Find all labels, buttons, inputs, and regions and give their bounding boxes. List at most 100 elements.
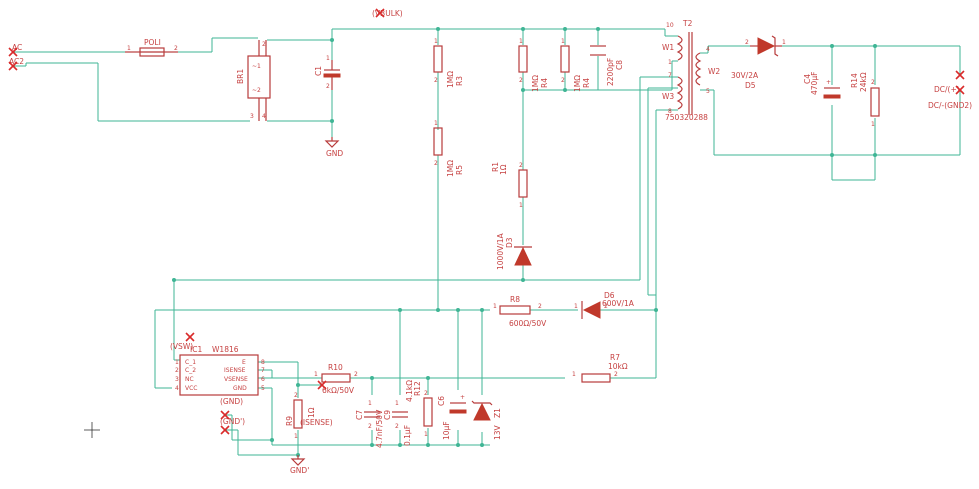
- r4a-value: 1MΩ: [531, 75, 540, 92]
- svg-text:~2: ~2: [252, 87, 261, 94]
- c1-ref: C1: [314, 66, 323, 76]
- capacitor-c6[interactable]: + C6 10μF: [437, 394, 467, 440]
- c6-ref: C6: [437, 396, 446, 406]
- resistor-r4b[interactable]: 1 2 1MΩ R4: [560, 38, 591, 92]
- c8-value: 2200pF: [606, 58, 615, 86]
- t2-part: 750320288: [665, 113, 708, 122]
- r12-ref: R12: [413, 381, 422, 396]
- capacitor-c1[interactable]: C1 1 2: [314, 55, 341, 90]
- net-dc-pos: DC/(+): [934, 85, 960, 94]
- r1-value: 1Ω: [499, 164, 508, 175]
- zener-z1[interactable]: 13V Z1: [471, 400, 502, 440]
- capacitor-c7[interactable]: 1 2 C7 4.7nF/50V: [355, 400, 384, 448]
- diode-d6[interactable]: 1 2 D6 600V/1A: [574, 291, 635, 319]
- bridge-rectifier-br1[interactable]: ~1 ~2 2 4 3 BR1: [236, 40, 271, 121]
- port-marker-gnd-prime: [220, 425, 230, 435]
- svg-text:1: 1: [434, 120, 438, 127]
- r4b-ref: R4: [582, 78, 591, 88]
- capacitor-c4[interactable]: + 470μF C4: [803, 72, 841, 99]
- net-gnd-prime: (GND'): [220, 417, 245, 426]
- fuse-poli[interactable]: POLI 1 2: [125, 38, 178, 57]
- resistor-r1[interactable]: 2 1 1Ω R1: [491, 162, 528, 209]
- svg-text:E: E: [242, 359, 246, 366]
- svg-text:2: 2: [294, 392, 298, 399]
- resistor-r12[interactable]: 2 1 4.1kΩ R12: [405, 380, 433, 438]
- r8-value: 600Ω/50V: [509, 319, 547, 328]
- capacitor-c8[interactable]: 2200pF C8: [590, 45, 624, 86]
- transformer-t2[interactable]: T2 750320288 W1 W3 W2 10 1 7 8 4 5: [662, 19, 720, 122]
- diode-d5[interactable]: 2 1 30V/2A D5: [731, 35, 786, 90]
- d3-value: 1000V/1A: [496, 232, 505, 270]
- c9-value: 0.1μF: [403, 425, 412, 446]
- svg-text:4: 4: [262, 113, 266, 120]
- c6-value: 10μF: [442, 421, 451, 440]
- resistor-r8[interactable]: 1 2 R8 600Ω/50V: [493, 295, 547, 328]
- r10-ref: R10: [328, 363, 343, 372]
- svg-text:2: 2: [424, 390, 428, 397]
- svg-text:VSENSE: VSENSE: [224, 376, 248, 383]
- resistor-r7[interactable]: 1 2 R7 10kΩ: [572, 353, 628, 383]
- svg-text:2: 2: [326, 83, 330, 90]
- net-dc-neg: DC/-(GND2): [928, 101, 972, 110]
- svg-text:4: 4: [706, 46, 710, 53]
- svg-text:ISENSE: ISENSE: [224, 367, 246, 374]
- resistor-r9[interactable]: 2 1 R9 1Ω: [285, 392, 316, 440]
- svg-text:2: 2: [262, 41, 266, 48]
- r9-ref: R9: [285, 416, 294, 426]
- resistor-r10[interactable]: 1 2 R10 6kΩ/50V: [314, 363, 358, 395]
- svg-text:8: 8: [261, 359, 265, 366]
- svg-text:GND: GND: [326, 149, 343, 158]
- resistor-r3[interactable]: 1 2 1MΩ R3: [433, 38, 464, 88]
- svg-text:1: 1: [782, 39, 786, 46]
- svg-text:5: 5: [706, 88, 710, 95]
- r5-value: 1MΩ: [446, 160, 455, 177]
- svg-text:1: 1: [175, 359, 179, 366]
- resistor-r14[interactable]: 2 1 24kΩ R14: [850, 72, 880, 128]
- ic-ic1[interactable]: IC1 W1816 C_1 C_2 NC VCC E ISENSE VSENSE…: [175, 345, 265, 396]
- resistor-r4a[interactable]: 1 2 1MΩ R4: [518, 38, 549, 92]
- d6-ref: D6: [604, 291, 615, 300]
- svg-text:GND: GND: [233, 385, 247, 392]
- r14-ref: R14: [850, 73, 859, 88]
- svg-text:1: 1: [434, 38, 438, 45]
- net-labels: AC AC2 (VBULK) (VSW) (GND) (GND') (ISENS…: [9, 9, 972, 427]
- svg-text:1: 1: [314, 371, 318, 378]
- svg-text:1: 1: [493, 303, 497, 310]
- r14-value: 24kΩ: [859, 72, 868, 92]
- svg-text:1: 1: [668, 59, 672, 66]
- r1-ref: R1: [491, 162, 500, 172]
- r3-ref: R3: [455, 76, 464, 86]
- wires: [13, 28, 961, 456]
- junctions: [172, 27, 877, 457]
- br1-ref: BR1: [236, 69, 245, 84]
- ic1-part: W1816: [212, 345, 239, 354]
- c4-value: 470μF: [810, 72, 819, 95]
- svg-text:+: +: [460, 394, 465, 401]
- diode-d3[interactable]: 1000V/1A D3: [496, 232, 532, 270]
- svg-text:2: 2: [614, 371, 618, 378]
- z1-value: 13V: [493, 424, 502, 440]
- z1-ref: Z1: [493, 408, 502, 418]
- r4a-ref: R4: [540, 78, 549, 88]
- ic1-ref: IC1: [190, 345, 202, 354]
- port-marker-vbulk: [375, 8, 385, 18]
- t2-ref: T2: [682, 19, 693, 28]
- resistor-r5[interactable]: 1 2 1MΩ R5: [433, 120, 464, 177]
- svg-text:C_1: C_1: [185, 359, 196, 366]
- r9-value: 1Ω: [307, 407, 316, 418]
- d5-value: 30V/2A: [731, 71, 759, 80]
- fuse-poli-ref: POLI: [144, 38, 161, 47]
- svg-text:3: 3: [175, 376, 179, 383]
- port-marker-dc-neg: [955, 85, 965, 95]
- ground-symbol-gnd-prime: GND': [290, 455, 309, 475]
- svg-text:1: 1: [424, 431, 428, 438]
- d6-value: 600V/1A: [602, 299, 635, 308]
- r10-value: 6kΩ/50V: [322, 386, 355, 395]
- port-marker-vsw: [185, 332, 195, 342]
- r5-ref: R5: [455, 165, 464, 175]
- capacitor-c9[interactable]: 1 2 C9 0.1μF: [383, 400, 412, 446]
- port-markers[interactable]: [8, 8, 965, 435]
- c8-ref: C8: [615, 60, 624, 70]
- svg-text:7: 7: [668, 72, 672, 79]
